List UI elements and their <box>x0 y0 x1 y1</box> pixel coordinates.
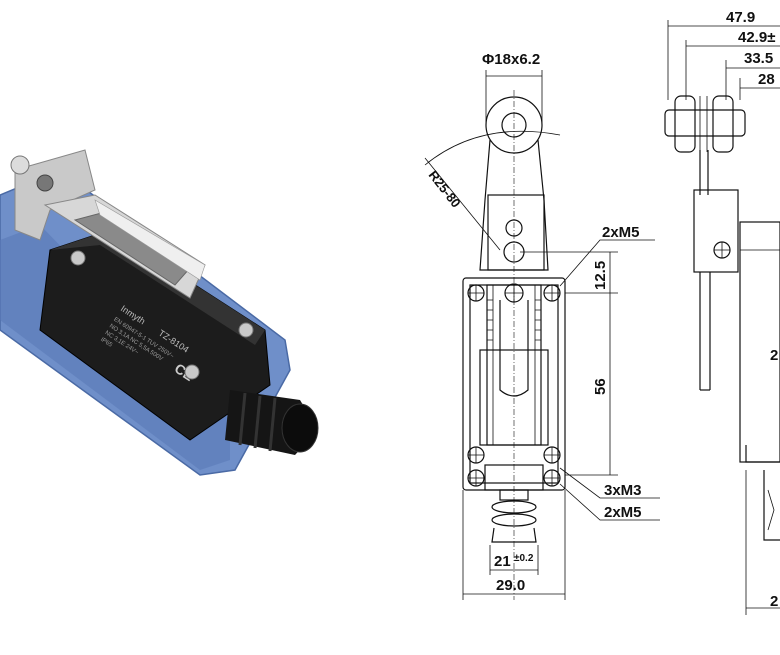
dim-height: 56 <box>592 378 609 395</box>
dim-side-6: 2 <box>770 593 778 610</box>
cable-gland <box>225 390 319 455</box>
mount-hole <box>543 446 561 464</box>
side-view-drawing: 47.9 42.9± 33.5 28 2 2 <box>664 9 780 615</box>
mount-hole <box>504 283 524 303</box>
mount-hole <box>543 284 561 302</box>
dim-inner-width: 21 <box>494 553 511 570</box>
dim-gap: 12.5 <box>592 261 609 290</box>
front-view-drawing: R25-80 Φ18x6.2 2xM5 <box>424 51 660 600</box>
dim-outer-width: 29.0 <box>496 577 525 594</box>
dim-mount-bottom: 2xM5 <box>604 504 642 521</box>
dim-side-1: 47.9 <box>726 9 755 26</box>
cover-screw <box>184 364 200 380</box>
cover-screw <box>238 322 254 338</box>
dim-side-3: 33.5 <box>744 50 773 67</box>
dim-screws: 3xM3 <box>604 482 642 499</box>
lever-arm <box>10 149 206 299</box>
dim-mount-top: 2xM5 <box>602 224 640 241</box>
cover-screw <box>70 250 86 266</box>
mount-hole <box>467 469 485 487</box>
dim-radius: R25-80 <box>426 168 464 211</box>
dim-diameter: Φ18x6.2 <box>482 51 540 68</box>
dim-side-2: 42.9± <box>738 29 775 46</box>
product-photo: Inmyth TZ-8104 EN 60947-5-1 TUV 250V~ NO… <box>0 149 319 476</box>
dim-side-4: 28 <box>758 71 775 88</box>
dim-side-5: 2 <box>770 347 778 364</box>
mount-hole <box>467 284 485 302</box>
gland-drawing <box>491 489 537 543</box>
mount-hole <box>543 469 561 487</box>
mount-hole <box>467 446 485 464</box>
dim-inner-tol: ±0.2 <box>514 553 534 564</box>
